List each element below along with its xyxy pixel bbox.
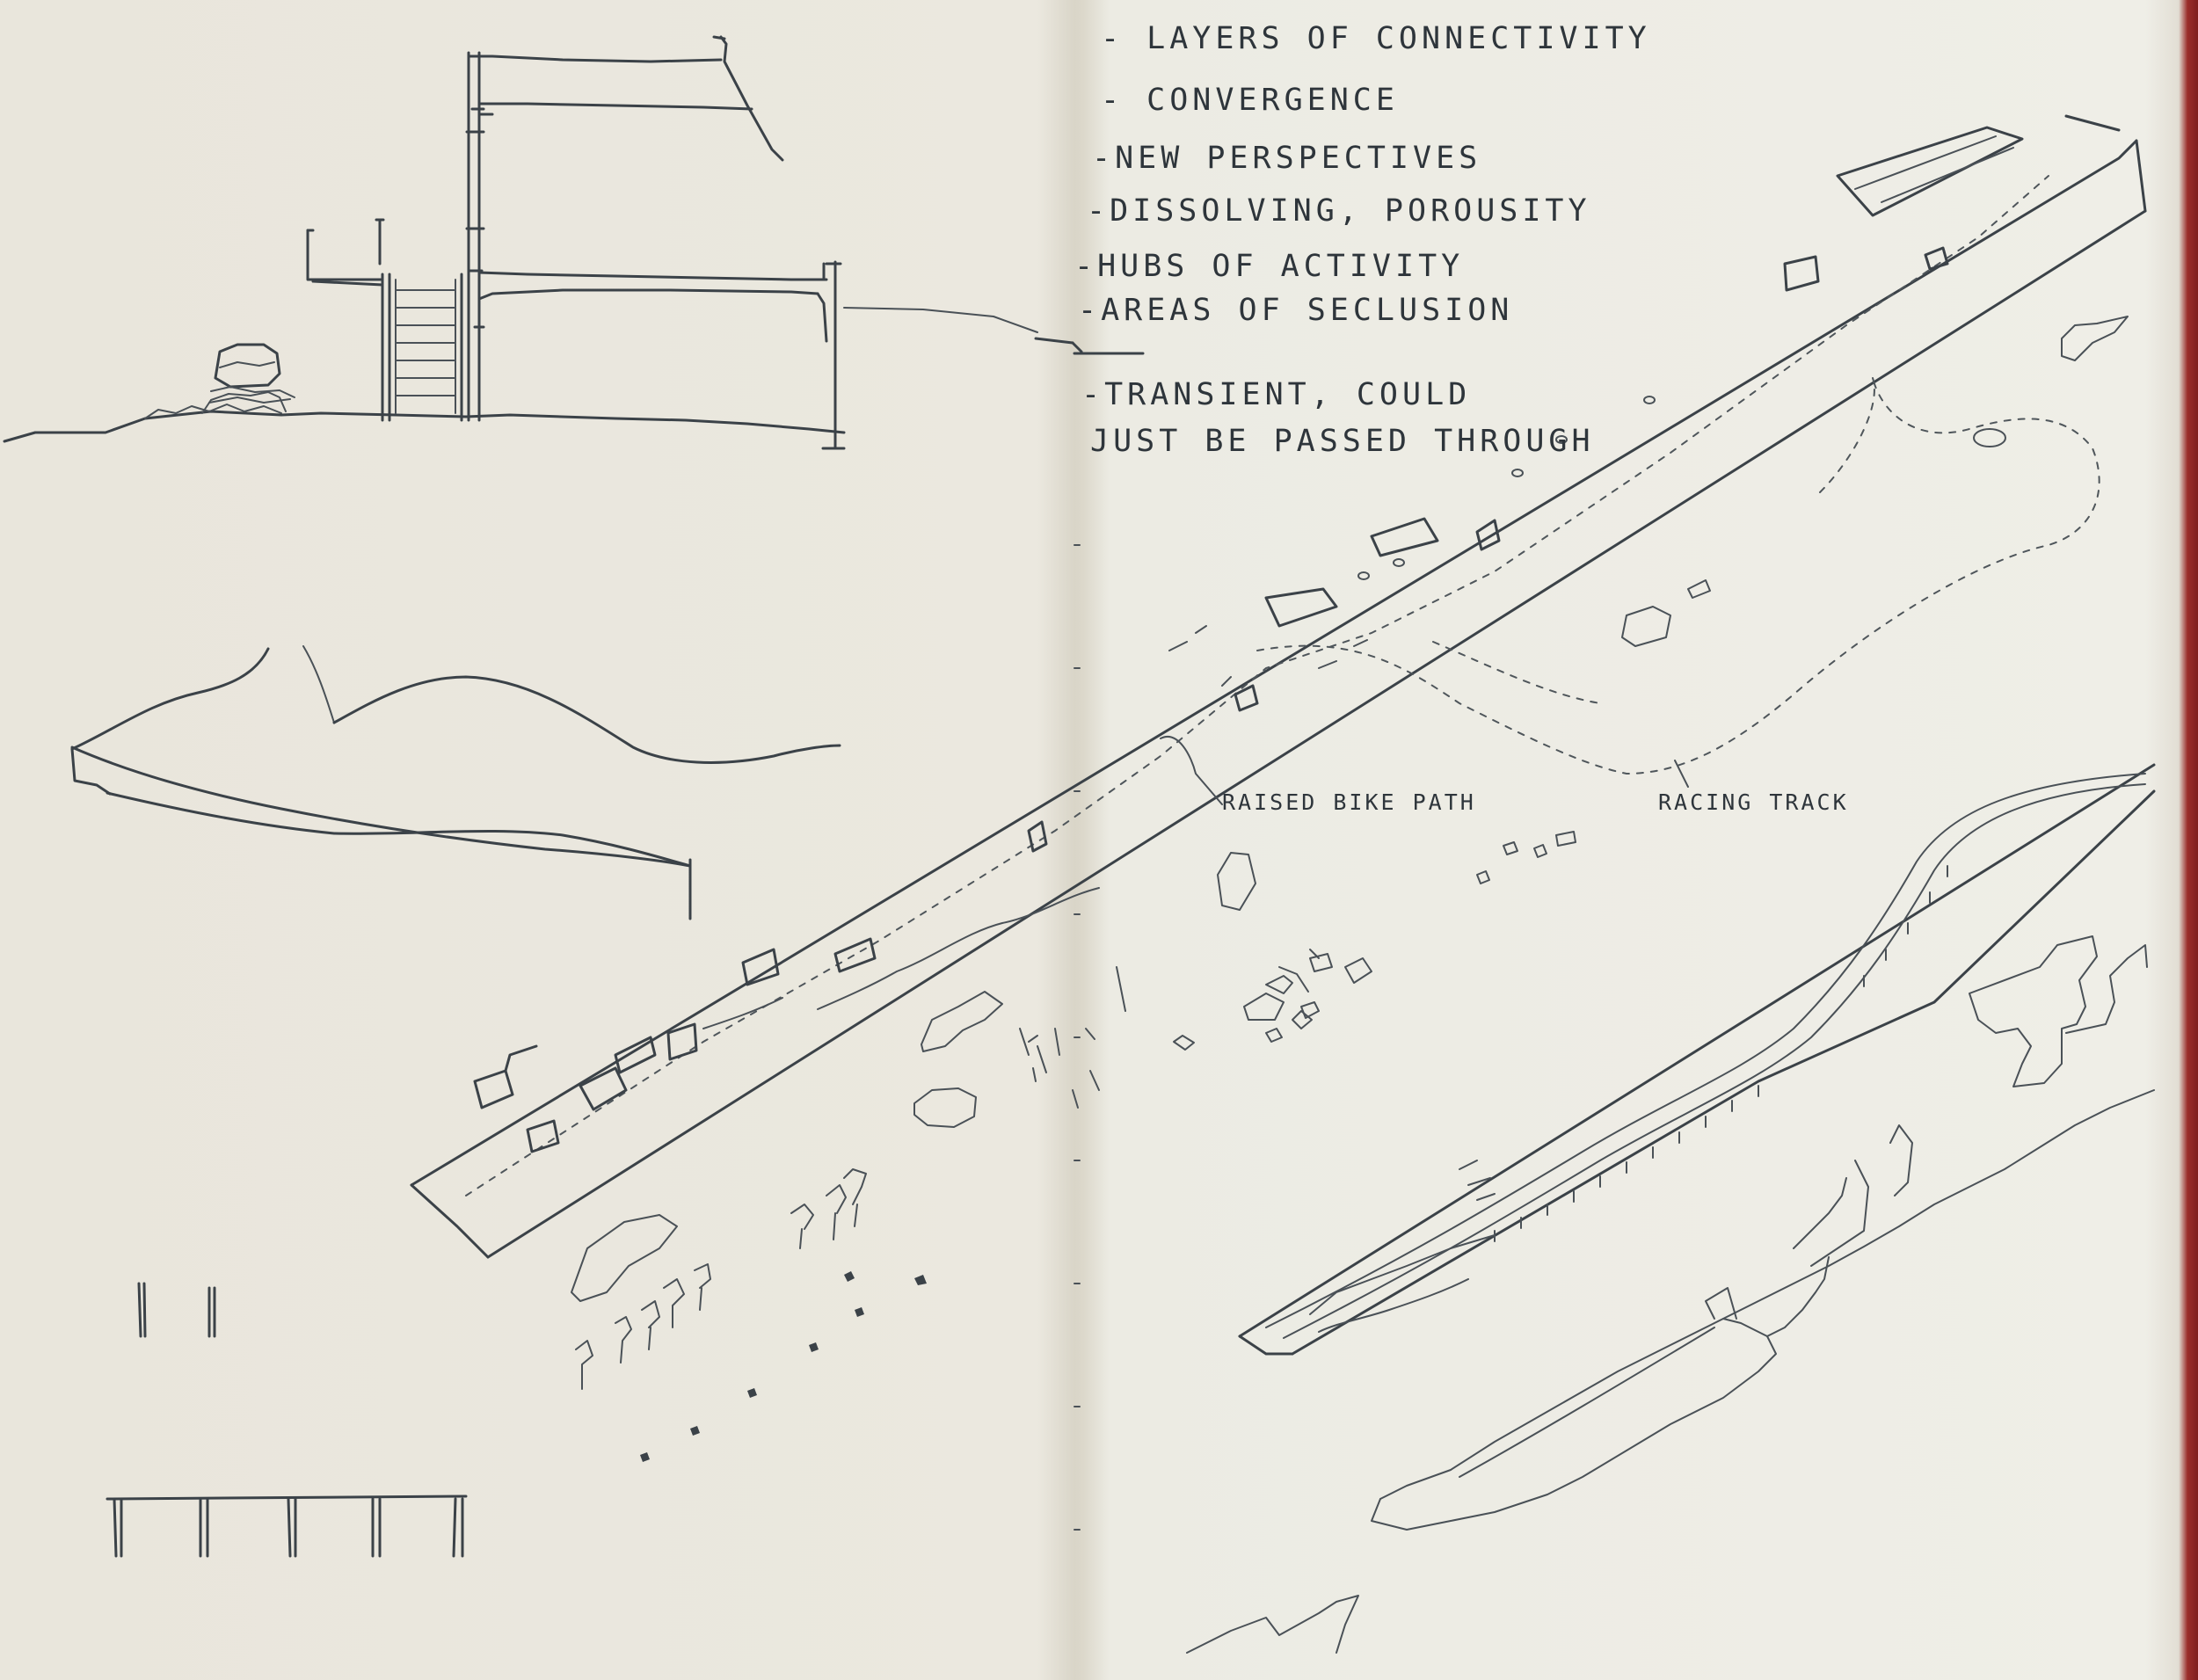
trees-left bbox=[571, 966, 1126, 1390]
racing-track bbox=[1256, 377, 2100, 788]
terrain-sketch bbox=[70, 645, 841, 920]
note-transient: -TRANSIENT, COULD bbox=[1081, 377, 1472, 412]
note-dissolving: -DISSOLVING, POROUSITY bbox=[1087, 193, 1591, 229]
section-sketch bbox=[3, 35, 846, 450]
islands bbox=[1173, 316, 2148, 1654]
note-hubs: -HUBS OF ACTIVITY bbox=[1074, 249, 1465, 284]
note-seclusion: -AREAS OF SECLUSION bbox=[1078, 293, 1514, 328]
note-passed-through: JUST BE PASSED THROUGH bbox=[1090, 424, 1595, 459]
binding-stitches bbox=[1074, 544, 1081, 1531]
note-convergence: - CONVERGENCE bbox=[1101, 83, 1399, 118]
note-connectivity: - LAYERS OF CONNECTIVITY bbox=[1101, 21, 1651, 56]
note-perspectives: -NEW PERSPECTIVES bbox=[1092, 141, 1482, 176]
post-sketches bbox=[106, 1282, 468, 1558]
label-racing-track: RACING TRACK bbox=[1658, 789, 1849, 815]
landforms bbox=[1371, 1089, 2155, 1531]
scatter-marks bbox=[640, 1271, 927, 1462]
section-connector bbox=[843, 307, 1038, 333]
section-connector-2 bbox=[1034, 337, 1145, 355]
raised-bike-path bbox=[410, 114, 2147, 1259]
track-slab bbox=[1238, 763, 2156, 1356]
section-tick bbox=[1071, 341, 1083, 353]
label-raised-bike-path: RAISED BIKE PATH bbox=[1222, 789, 1476, 815]
